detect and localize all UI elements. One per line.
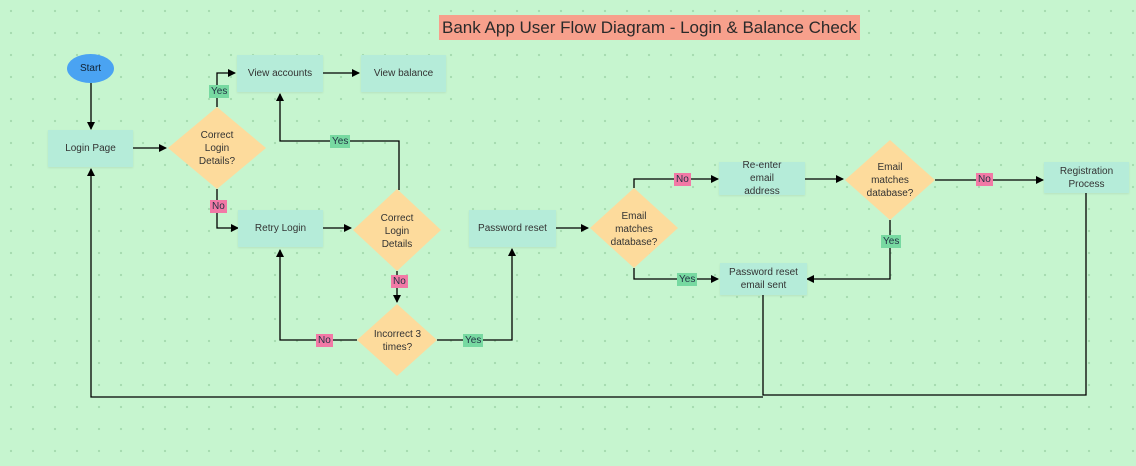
no-label-correct-login: No: [210, 200, 227, 213]
diagram-title: Bank App User Flow Diagram - Login & Bal…: [439, 15, 860, 40]
connector-email2-yes-to-sent: [806, 220, 891, 283]
connector-loop-back-to-login: [91, 169, 1087, 398]
yes-label-retry-correct: Yes: [330, 135, 351, 148]
retry-login-node: Retry Login: [238, 210, 323, 247]
yes-label-correct-login: Yes: [209, 85, 230, 98]
login-page-node: Login Page: [48, 130, 133, 167]
reenter-email-node: Re-enter email address: [719, 160, 805, 197]
decision-correct-login-shape: [353, 189, 441, 271]
decision-email-matches-1-shape: [590, 188, 678, 268]
connector-incorrect-no-to-retry: [276, 249, 357, 341]
password-reset-node: Password reset: [469, 210, 556, 247]
connector-incorrect-yes-to-reset: [437, 248, 516, 341]
decision-correct-login-q-label: Correct Login Details?: [198, 129, 236, 167]
no-label-incorrect-3-times: No: [316, 334, 333, 347]
view-balance-node: View balance: [361, 55, 446, 92]
connector-email-yes-to-sent: [633, 268, 719, 283]
decision-email-matches-2-label: Email matches database?: [866, 161, 914, 199]
decision-email-matches-2-shape: [845, 140, 935, 220]
yes-label-email-2: Yes: [881, 235, 902, 248]
no-label-email-1: No: [674, 173, 691, 186]
yes-label-incorrect-3-times: Yes: [463, 334, 484, 347]
decision-incorrect-3-times-shape: [357, 304, 437, 376]
yes-label-email-1: Yes: [677, 273, 698, 286]
view-accounts-node: View accounts: [237, 55, 323, 92]
start-node: Start: [67, 54, 114, 83]
decision-email-matches-1-label: Email matches database?: [610, 210, 658, 248]
decision-incorrect-3-times-label: Incorrect 3 times?: [373, 329, 422, 353]
no-label-email-2: No: [976, 173, 993, 186]
reset-email-sent-node: Password reset email sent: [720, 263, 807, 295]
registration-process-node: Registration Process: [1044, 162, 1129, 193]
decision-correct-login-q-shape: [168, 107, 266, 189]
decision-correct-login-label: Correct Login Details: [380, 212, 414, 250]
no-label-retry-correct: No: [391, 275, 408, 288]
